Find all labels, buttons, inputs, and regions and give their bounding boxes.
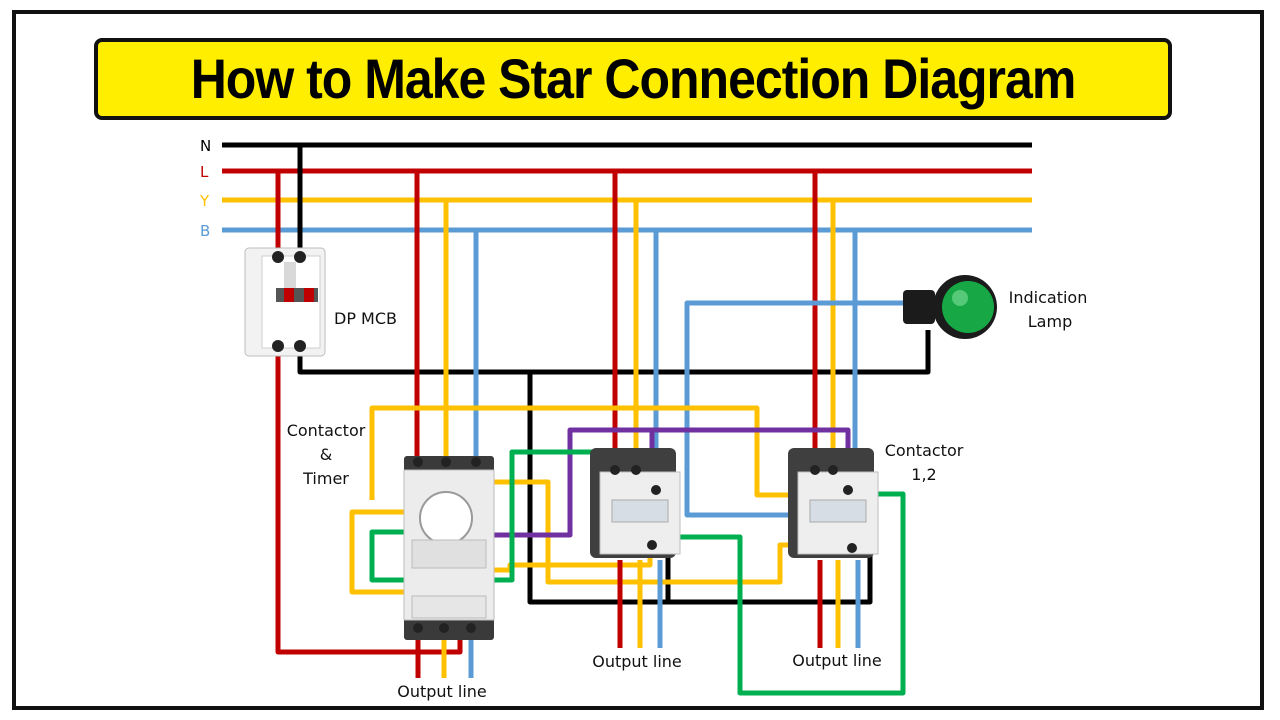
contactors-label-2: 1,2 <box>911 465 936 484</box>
contactor-2 <box>788 448 879 558</box>
timer-label-3: Timer <box>302 469 349 488</box>
dp-mcb <box>244 247 326 357</box>
diagram-title: How to Make Star Connection Diagram <box>190 47 1077 111</box>
indication-lamp <box>903 275 997 339</box>
bus-label-y: Y <box>199 192 210 210</box>
bus-label-n: N <box>200 137 211 155</box>
mcb-label: DP MCB <box>334 309 397 328</box>
output-label-c1: Output line <box>592 652 682 671</box>
bus-label-l: L <box>200 163 209 181</box>
lamp-label-1: Indication <box>1009 288 1088 307</box>
yellow-control-loop-mid <box>470 479 795 585</box>
timer-label-2: & <box>320 445 332 464</box>
outer-frame <box>12 10 1264 710</box>
control-neutral-drop <box>527 372 873 605</box>
output-label-c2: Output line <box>792 651 882 670</box>
yellow-control-loop-top <box>369 405 810 500</box>
timer-label-1: Contactor <box>287 421 366 440</box>
title-banner: How to Make Star Connection Diagram <box>94 38 1172 120</box>
output-label-timer: Output line <box>397 682 487 701</box>
bus-label-b: B <box>200 222 210 240</box>
lamp-label-2: Lamp <box>1028 312 1072 331</box>
timer-contactor <box>403 456 495 640</box>
contactor-1 <box>590 448 681 558</box>
contactors-label-1: Contactor <box>885 441 964 460</box>
